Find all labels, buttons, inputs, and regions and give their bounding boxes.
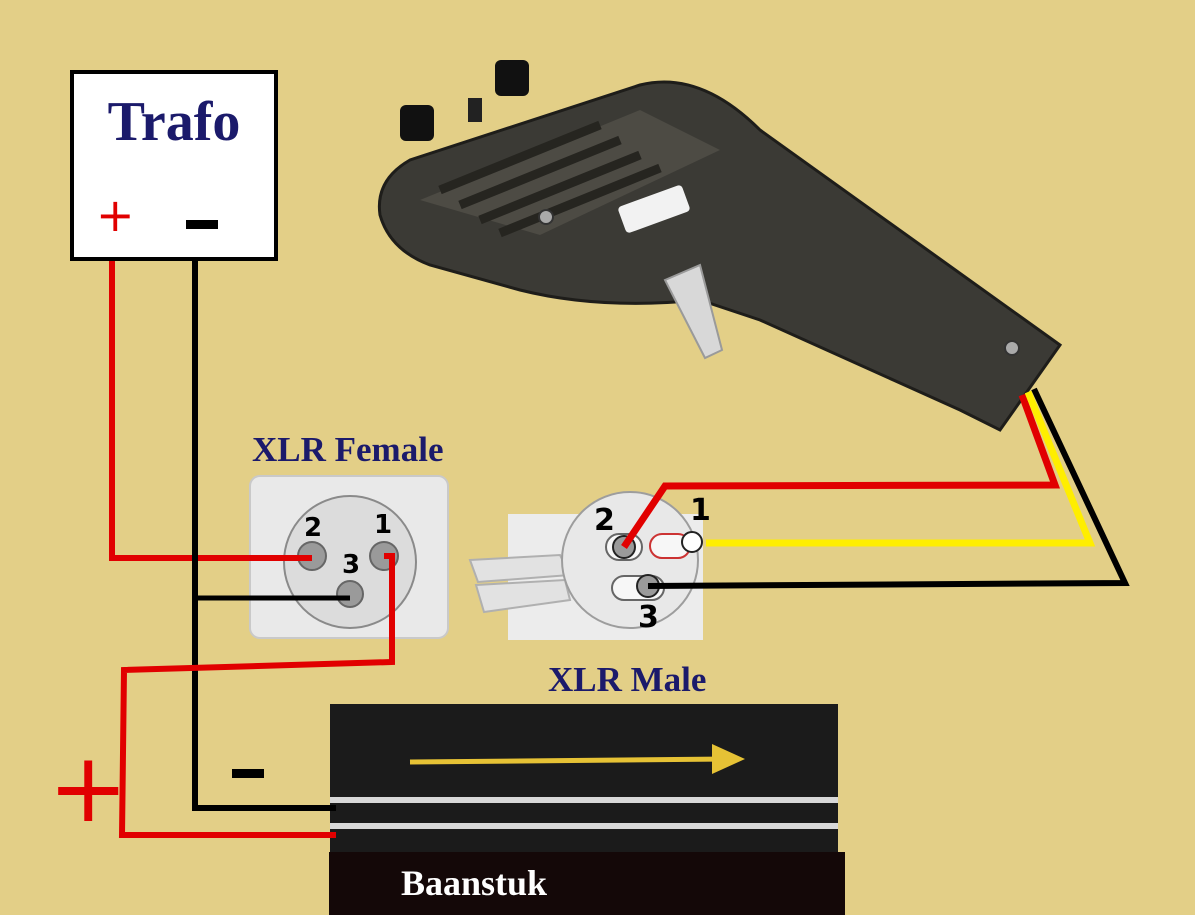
hand-controller [377,60,1063,432]
xlr-female-caption: XLR Female [252,430,444,469]
female-pin-3-label: 3 [342,550,361,580]
negative-wire-trafo-to-track [192,256,336,811]
female-pin-2-label: 2 [304,513,323,543]
positive-wire-female-pin1-to-track [118,553,395,838]
trafo-box: Trafo + [70,70,278,261]
track-minus-marker [232,769,264,778]
track-label-bar: Baanstuk [329,852,845,915]
male-pin-2-label: 2 [594,503,615,538]
trafo-minus-terminal [186,220,218,229]
female-pin-1-label: 1 [374,510,393,540]
track-label: Baanstuk [401,863,548,903]
wires [109,256,1130,838]
track-plus-marker: + [48,732,129,844]
trafo-title: Trafo [107,91,241,153]
xlr-male-caption: XLR Male [548,660,707,699]
trafo-plus-terminal: + [96,188,135,242]
red-wire-controller-to-male-pin2 [621,393,1061,549]
male-pin-3-label: 3 [638,600,659,635]
xlr-male-connector [468,491,703,640]
yellow-wire-controller-to-male-pin1 [706,390,1096,547]
male-pin-1-label: 1 [690,493,711,528]
track-piece [330,704,838,852]
black-wire-controller-to-male-pin3 [647,387,1130,589]
positive-wire-trafo-to-female-pin2 [109,256,312,561]
